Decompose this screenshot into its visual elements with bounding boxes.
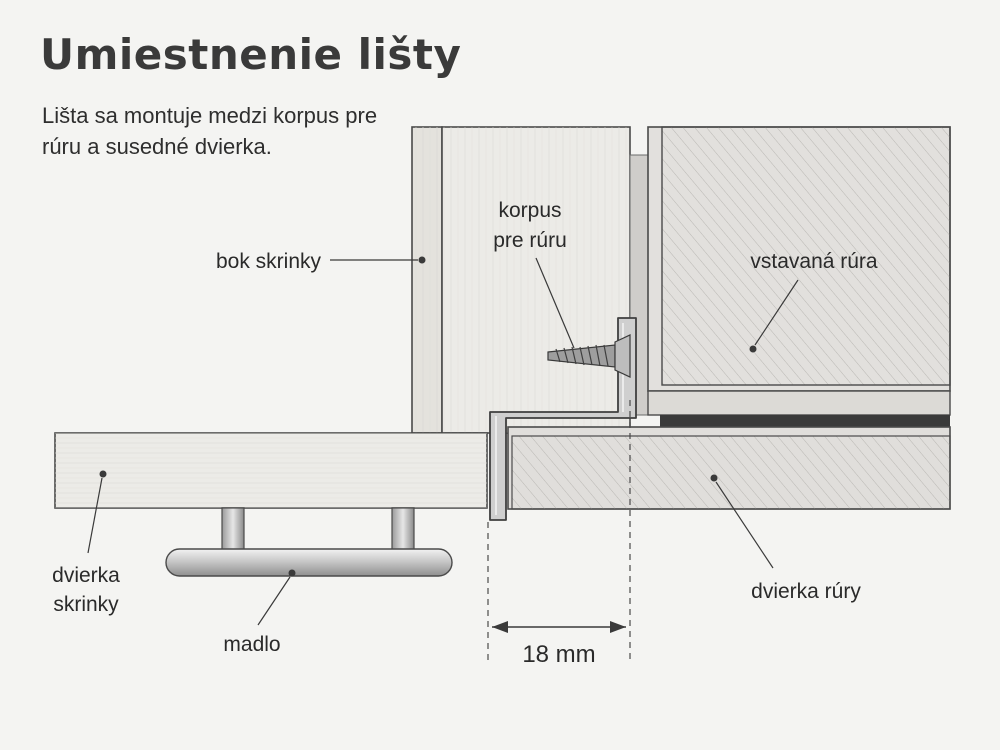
cabinet-door — [54, 432, 488, 509]
oven-carcass-label-line1: korpus — [498, 199, 561, 222]
oven-carcass-label-line2: pre rúru — [493, 229, 567, 252]
label-handle: madlo — [223, 569, 296, 656]
oven-carcass-panel — [441, 126, 631, 434]
dimension-label: 18 mm — [522, 641, 595, 668]
cabinet-door-label-line2: skrinky — [53, 593, 119, 616]
label-oven-carcass: korpus pre rúru — [493, 199, 575, 349]
screw — [547, 334, 631, 378]
handle-label: madlo — [223, 633, 280, 656]
dimension-18mm: 18 mm — [487, 400, 631, 668]
label-cabinet-door: dvierka skrinky — [52, 470, 120, 616]
cabinet-side-panel — [411, 126, 443, 434]
diagram-title: Umiestnenie lišty — [40, 30, 462, 79]
oven-door — [507, 426, 951, 510]
diagram-subtitle: Lišta sa montuje medzi korpus pre rúru a… — [42, 103, 378, 159]
label-oven-door: dvierka rúry — [710, 474, 861, 603]
handle — [165, 507, 453, 577]
cabinet-door-label-line1: dvierka — [52, 564, 120, 587]
oven-door-label: dvierka rúry — [751, 580, 861, 603]
cabinet-side-label: bok skrinky — [216, 250, 322, 273]
built-in-oven — [647, 126, 951, 427]
built-in-oven-label: vstavaná rúra — [750, 250, 878, 273]
label-cabinet-side: bok skrinky — [216, 250, 426, 273]
oven-gasket — [660, 415, 950, 427]
label-built-in-oven: vstavaná rúra — [749, 250, 878, 353]
